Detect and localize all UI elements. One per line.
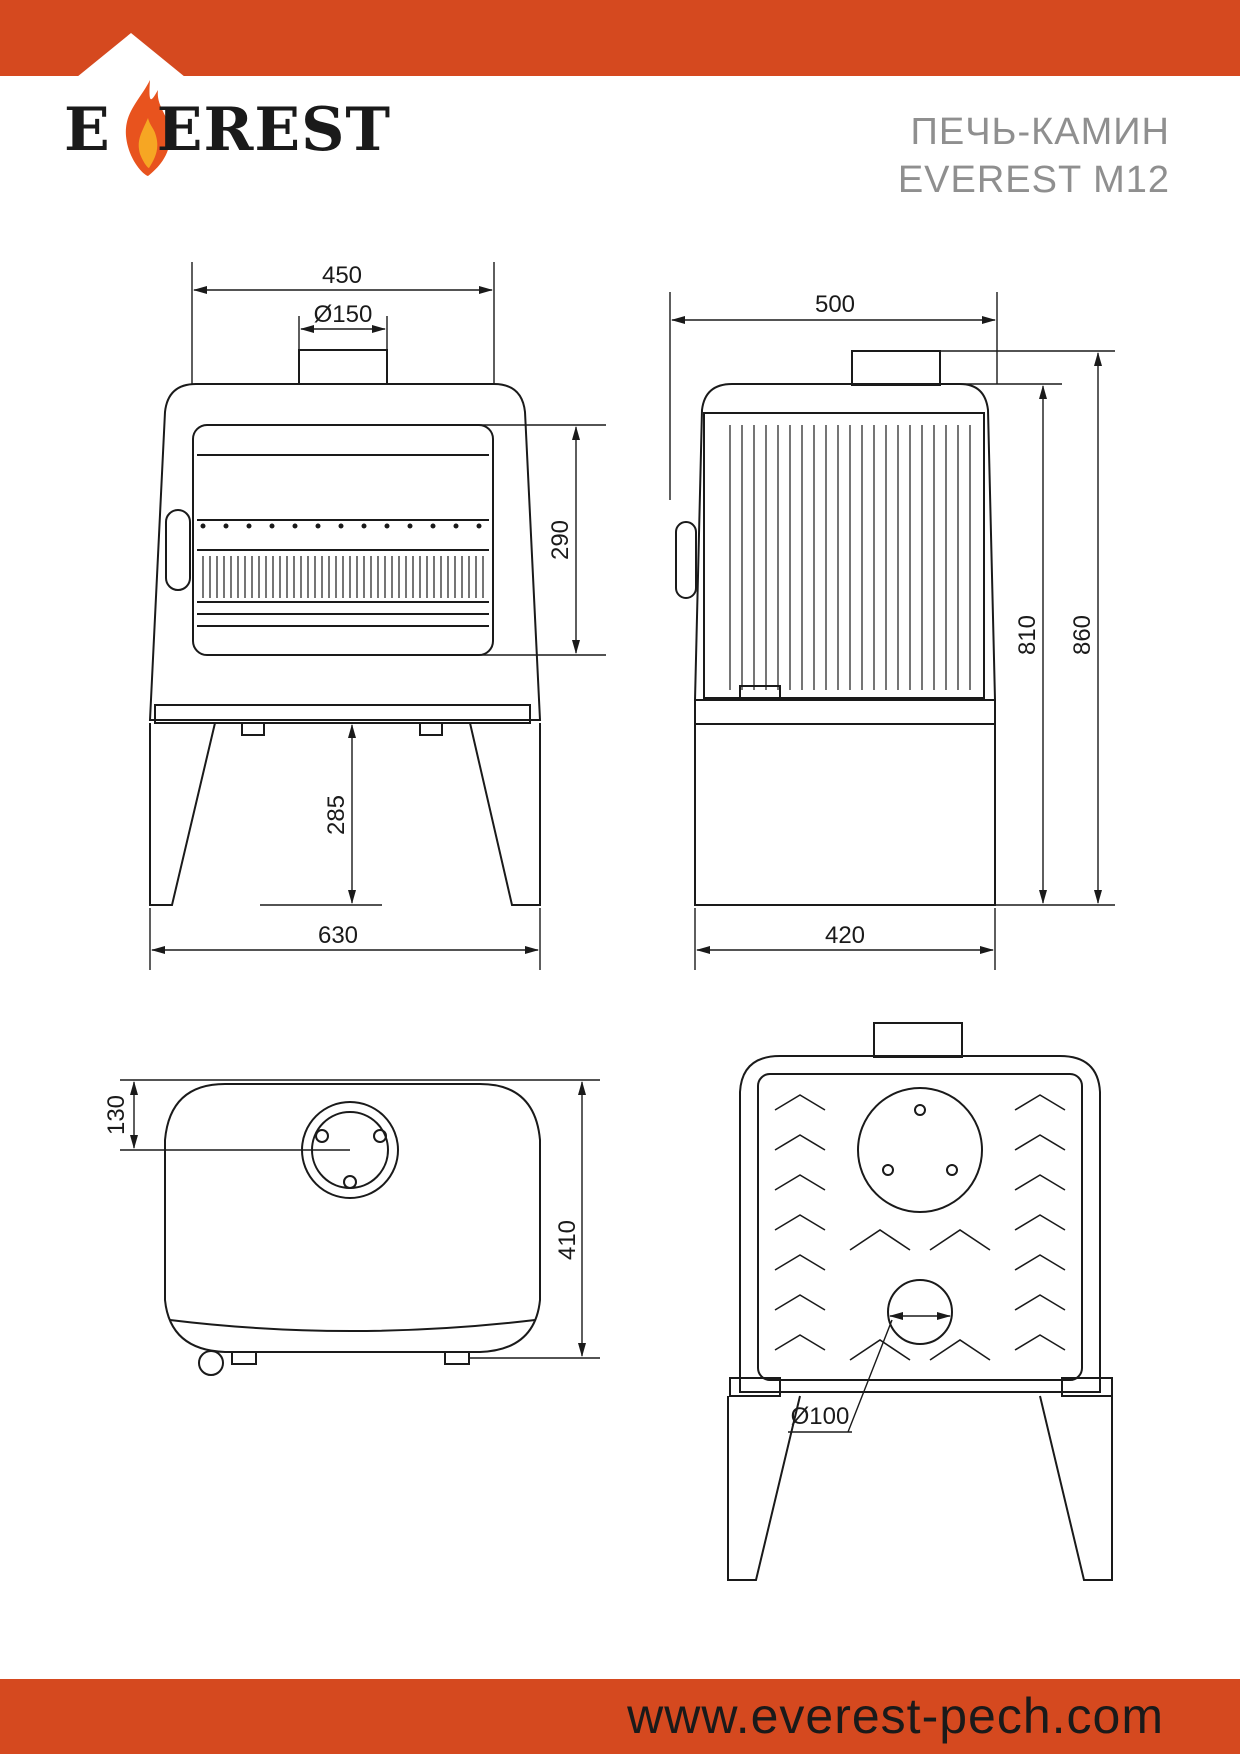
- back-body: [739, 1055, 1101, 1393]
- dim-label-height-810: 810: [1014, 615, 1041, 655]
- top-view: [164, 1083, 541, 1376]
- dim-label-front-width: 450: [322, 262, 362, 289]
- dim-label-base-width: 630: [318, 922, 358, 949]
- side-door-handle: [675, 521, 697, 599]
- back-flue-outlet: [857, 1087, 983, 1213]
- back-air-inlet: [887, 1279, 953, 1345]
- flame-icon: [125, 80, 171, 176]
- side-flue-collar: [851, 350, 941, 386]
- bottom-accent-band: [0, 1679, 1240, 1754]
- product-title: ПЕЧЬ-КАМИН EVEREST M12: [898, 108, 1170, 204]
- front-right-leg: [469, 722, 541, 906]
- front-body: [148, 383, 542, 721]
- top-handle-knob: [198, 1350, 224, 1376]
- side-ribbed-panel: [703, 412, 985, 699]
- top-body-outline: [164, 1083, 541, 1353]
- dim-label-inlet-diameter: Ø100: [791, 1403, 850, 1430]
- front-left-leg: [149, 722, 216, 906]
- back-view: [727, 1022, 1113, 1581]
- back-panel: [757, 1073, 1083, 1381]
- side-body: [693, 383, 997, 701]
- dim-label-flue-offset: 130: [103, 1095, 130, 1135]
- dim-label-flue-diameter: Ø150: [314, 301, 373, 328]
- dim-label-side-base: 420: [825, 922, 865, 949]
- product-title-line2: EVEREST M12: [897, 159, 1170, 201]
- dim-label-top-depth: 410: [554, 1220, 581, 1260]
- product-title-line1: ПЕЧЬ-КАМИН: [910, 111, 1170, 153]
- logo-roof-notch: [77, 33, 185, 77]
- back-left-leg: [727, 1395, 801, 1581]
- dim-label-firebox-height: 290: [547, 520, 574, 560]
- back-flue-collar: [873, 1022, 963, 1058]
- front-door-handle: [165, 509, 191, 591]
- website-link[interactable]: www.everest-pech.com: [627, 1688, 1164, 1744]
- dim-label-height-860: 860: [1069, 615, 1096, 655]
- top-accent-band: [0, 0, 1240, 76]
- front-ash-ledge: [154, 704, 531, 724]
- dim-label-side-depth: 500: [815, 291, 855, 318]
- dim-label-leg-clearance: 285: [323, 795, 350, 835]
- back-right-leg: [1039, 1395, 1113, 1581]
- dimension-lines: [120, 262, 1115, 1433]
- front-flue-collar: [298, 349, 388, 385]
- dimension-labels: 450 Ø150 290 285 630 500 810 860 420 130…: [103, 262, 1096, 1430]
- side-view: [675, 350, 997, 906]
- side-base: [694, 699, 996, 906]
- front-door-glass: [192, 424, 494, 656]
